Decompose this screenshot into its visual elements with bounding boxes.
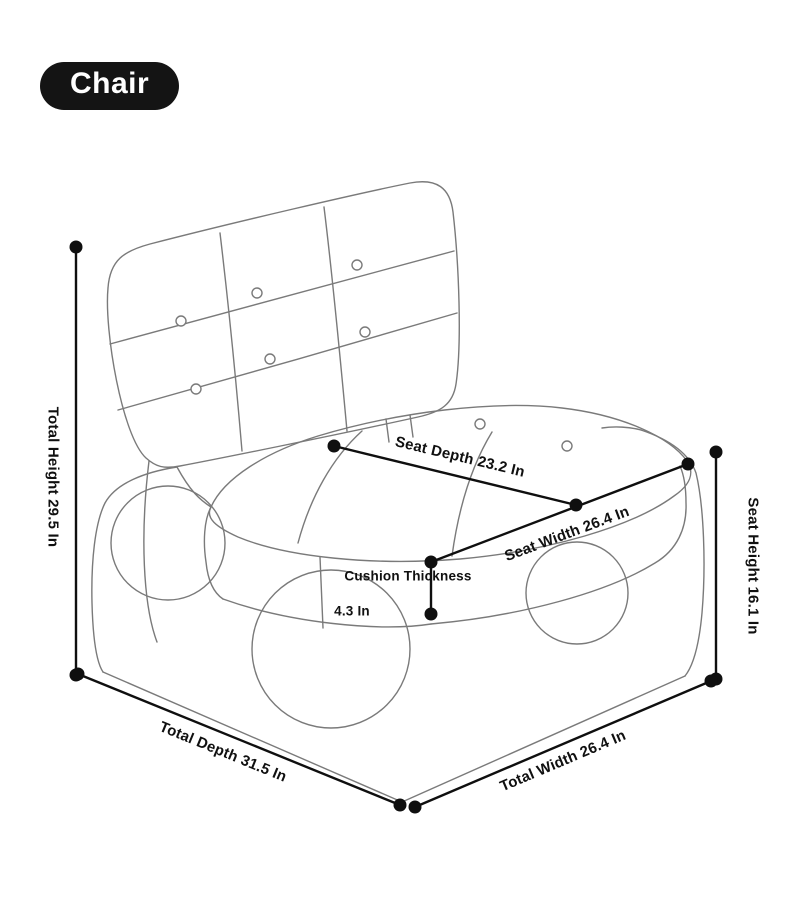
seat-band-seam xyxy=(319,556,324,629)
right-panel-edge xyxy=(640,429,705,677)
dimension-dot xyxy=(327,439,341,453)
backrest-seam-horizontal-1 xyxy=(109,250,455,345)
dimension-dot xyxy=(408,800,422,814)
base-rail-left xyxy=(102,671,403,803)
tuft-button xyxy=(264,353,276,365)
dimension-dot xyxy=(69,240,83,254)
rear-leg-edge xyxy=(143,460,158,643)
back-support-line xyxy=(409,414,414,438)
product-badge-label: Chair xyxy=(70,67,150,100)
left-panel-edge xyxy=(91,466,178,673)
tuft-button xyxy=(359,326,371,338)
total-depth-line xyxy=(77,672,401,807)
backrest-seam-vertical-1 xyxy=(219,232,243,452)
dimension-dot xyxy=(424,607,438,621)
dimension-dot xyxy=(424,555,438,569)
dimension-dot xyxy=(681,457,695,471)
dimension-dot xyxy=(709,445,723,459)
seat-width-line xyxy=(430,462,689,564)
tuft-button xyxy=(190,383,202,395)
seat-height-label: Seat Height 16.1 In xyxy=(744,497,762,635)
left-panel-hole xyxy=(110,485,226,601)
cushion-thickness-label: Cushion Thickness xyxy=(344,568,472,584)
right-panel-top-join xyxy=(601,426,642,431)
right-panel-hole xyxy=(525,541,629,645)
center-panel-hole xyxy=(251,569,411,729)
backrest-seam-vertical-2 xyxy=(323,206,348,432)
dimension-dot xyxy=(569,498,583,512)
product-badge: Chair xyxy=(40,62,180,110)
dimension-dot xyxy=(71,667,85,681)
seat-tuft-button xyxy=(474,418,486,430)
seat-band-bottom xyxy=(222,598,432,628)
tuft-button xyxy=(351,259,363,271)
backrest-seam-horizontal-2 xyxy=(117,312,458,411)
seat-tuft-button xyxy=(561,440,573,452)
dimension-lines xyxy=(74,247,718,809)
chair-line-art xyxy=(91,181,705,803)
dimension-dot xyxy=(704,674,718,688)
tuft-button xyxy=(175,315,187,327)
left-panel-top-join xyxy=(176,466,212,508)
seat-seam-2 xyxy=(451,431,493,557)
cushion-thickness-value: 4.3 In xyxy=(334,603,370,619)
seat-seam-1 xyxy=(297,430,363,544)
seat-cushion-outline xyxy=(208,404,692,563)
total-height-label: Total Height 29.5 In xyxy=(44,406,62,548)
seat-depth-line xyxy=(333,444,577,507)
back-support-line xyxy=(385,418,390,443)
dimension-endpoints xyxy=(69,240,723,814)
dimension-dot xyxy=(393,798,407,812)
tuft-button xyxy=(251,287,263,299)
backrest-outline xyxy=(106,181,460,468)
seat-band-left-edge xyxy=(203,506,224,600)
base-rail-right xyxy=(401,675,686,803)
total-width-line xyxy=(414,679,712,809)
seat-band-right xyxy=(430,465,687,625)
